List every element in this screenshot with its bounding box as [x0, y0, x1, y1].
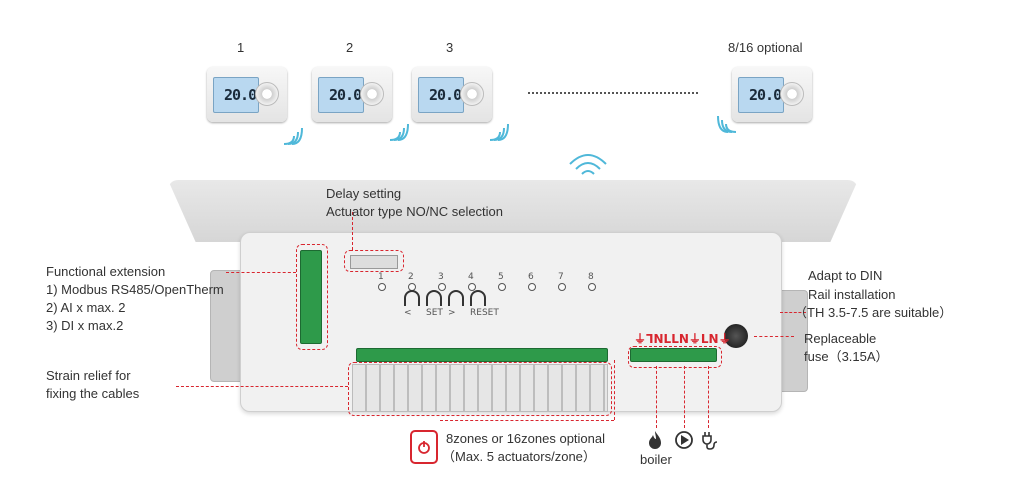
clips-highlight: [348, 362, 612, 416]
thermostat-dial: [255, 82, 279, 106]
fuse-holder: [724, 324, 748, 348]
zone-number: 4: [468, 272, 474, 282]
pump-icon: [675, 431, 693, 449]
leader-plug: [708, 366, 709, 428]
label-ai: 2) AI x max. 2: [46, 300, 126, 315]
label-fuse-1: Replaceable: [804, 331, 877, 346]
zone-number: 1: [378, 272, 384, 282]
zone-number: 7: [558, 272, 564, 282]
leader-zones: [614, 360, 615, 420]
board-button-label: SET: [426, 308, 443, 318]
label-di: 3) DI x max.2: [46, 318, 124, 333]
board-button: [404, 290, 420, 306]
power-terminal-highlight: [628, 346, 722, 368]
board-button-label: <: [404, 308, 412, 318]
zone-number: 6: [528, 272, 534, 282]
label-zones-1: 8zones or 16zones optional: [446, 431, 606, 446]
zone-terminal-row: [356, 348, 608, 362]
thermostat-screen: 20.0: [318, 77, 364, 113]
leader-extension: [226, 272, 296, 273]
zone-led: [558, 283, 566, 291]
label-actuator-type: Actuator type NO/NC selection: [326, 204, 504, 219]
thermostat-screen: 20.0: [213, 77, 259, 113]
zone-led: [468, 283, 476, 291]
power-button-icon: [410, 430, 438, 464]
leader-boiler: [656, 366, 657, 428]
zone-led: [498, 283, 506, 291]
thermostat-3: 20.0: [412, 67, 492, 122]
dip-switch: [350, 255, 398, 269]
thermostat-label-optional: 8/16 optional: [728, 40, 803, 55]
thermostat-label-1: 1: [237, 40, 245, 55]
wifi-icon: [717, 115, 736, 133]
label-din-3: （TH 3.5-7.5 are suitable）: [794, 305, 953, 320]
leader-pump: [684, 366, 685, 428]
thermostat-1: 20.0: [207, 67, 287, 122]
board-button: [470, 290, 486, 306]
thermostat-temp: 20.0: [749, 86, 782, 104]
strain-relief-clips: [352, 364, 608, 412]
dip-highlight: [344, 250, 404, 272]
wifi-icon: [284, 127, 303, 145]
thermostat-label-2: 2: [346, 40, 354, 55]
leader-dip: [352, 212, 353, 250]
power-symbol-icon: [418, 441, 430, 454]
thermostat-temp: 20.0: [429, 86, 462, 104]
board-button: [426, 290, 442, 306]
board-button-label: >: [448, 308, 456, 318]
thermostat-temp: 20.0: [329, 86, 362, 104]
thermostat-dial: [780, 82, 804, 106]
board-button-label: RESET: [470, 308, 499, 318]
board-button: [448, 290, 464, 306]
thermostat-screen: 20.0: [738, 77, 784, 113]
thermostat-temp: 20.0: [224, 86, 257, 104]
thermostat-2: 20.0: [312, 67, 392, 122]
controller-lid: [168, 180, 858, 242]
leader-zones-h: [440, 420, 614, 421]
zone-number: 8: [588, 272, 594, 282]
thermostat-dial: [460, 82, 484, 106]
wifi-icon: [490, 123, 509, 141]
label-boiler: boiler: [640, 452, 672, 467]
label-delay-setting: Delay setting: [326, 186, 402, 201]
thermostat-screen: 20.0: [418, 77, 464, 113]
label-strain-relief: Strain relief for: [46, 368, 131, 383]
flame-icon: [649, 431, 661, 449]
thermostat-dial: [360, 82, 384, 106]
thermostat-label-3: 3: [446, 40, 454, 55]
zone-led: [378, 283, 386, 291]
wifi-icon: [569, 154, 607, 175]
label-modbus: 1) Modbus RS485/OpenTherm: [46, 282, 224, 297]
label-fuse-2: fuse（3.15A）: [804, 349, 889, 364]
zone-led: [438, 283, 446, 291]
zone-led: [588, 283, 596, 291]
label-fixing-cables: fixing the cables: [46, 386, 140, 401]
thermostat-ellipsis-line: [528, 92, 698, 94]
leader-fuse: [754, 336, 794, 337]
wifi-icon: [390, 123, 409, 141]
terminal-marks: ⏚ᒣNLLN⏚LN⏚: [634, 332, 731, 346]
zone-number: 2: [408, 272, 414, 282]
label-din-2: Rail installation: [808, 287, 896, 302]
zone-number: 5: [498, 272, 504, 282]
plug-icon: [702, 432, 718, 450]
leader-strain: [176, 386, 348, 387]
leader-din: [780, 312, 806, 313]
extension-highlight: [296, 244, 328, 350]
label-functional-extension: Functional extension: [46, 264, 166, 279]
thermostat-optional: 20.0: [732, 67, 812, 122]
zone-number: 3: [438, 272, 444, 282]
power-terminal-row: [630, 348, 717, 362]
label-din-1: Adapt to DIN: [808, 268, 883, 283]
label-zones-2: （Max. 5 actuators/zone）: [442, 449, 596, 464]
zone-led: [528, 283, 536, 291]
extension-terminal: [300, 250, 322, 344]
